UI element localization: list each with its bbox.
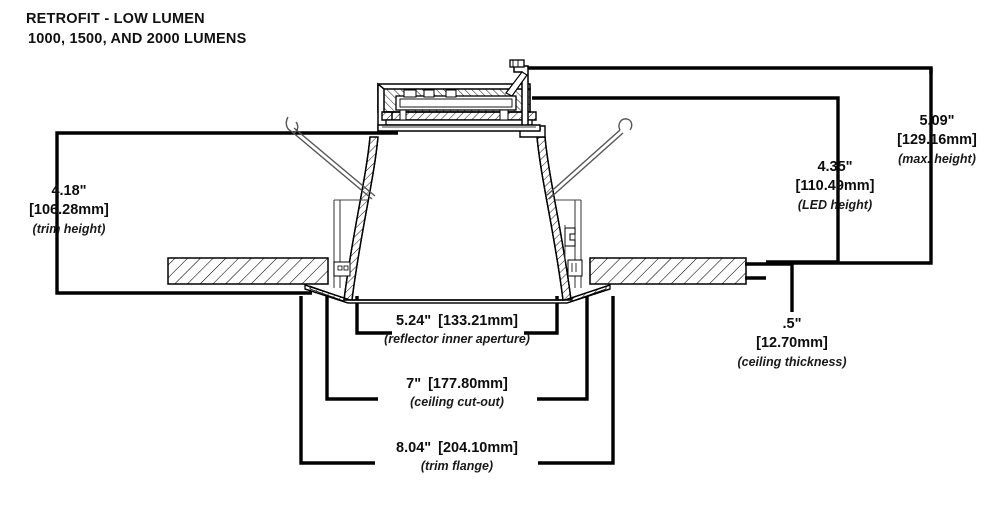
dimension-bracket-ceiling-cutout — [325, 296, 589, 401]
dimension-bracket-trim-flange — [299, 296, 615, 465]
torsion-spring-left — [285, 116, 376, 200]
ceiling-cutout-value: 7" — [406, 376, 422, 392]
dimension-label-trim-flange: 8.04" [204.10mm] (trim flange) — [355, 437, 559, 475]
reflector-aperture-value: 5.24" — [396, 313, 432, 329]
dimension-leader-ceiling-thickness — [745, 262, 794, 312]
reflector-cone — [343, 136, 572, 301]
ceiling-cutout-mm: [177.80mm] — [428, 376, 508, 392]
ceiling-slab-right — [589, 257, 747, 285]
page-subtitle: 1000, 1500, AND 2000 LUMENS — [28, 30, 247, 47]
dimension-label-trim-height: 4.18" [106.28mm] (trim height) — [14, 182, 124, 238]
dimension-label-led-height: 4.35" [110.49mm] (LED height) — [780, 158, 890, 214]
ceiling-thickness-value: .5" — [782, 316, 802, 332]
page-title: RETROFIT - LOW LUMEN — [26, 11, 205, 27]
max-height-note: (max. height) — [898, 151, 976, 166]
max-height-mm: [129.16mm] — [897, 132, 977, 149]
trim-flange-value: 8.04" — [396, 440, 432, 456]
ceiling-thickness-note: (ceiling thickness) — [737, 354, 847, 369]
max-height-value: 5.09" — [919, 113, 955, 129]
dimension-bracket-max-height — [519, 66, 933, 265]
dimension-label-ceiling-thickness: .5" [12.70mm] (ceiling thickness) — [722, 315, 862, 371]
trim-flange-mm: [204.10mm] — [438, 440, 518, 456]
trim-height-note: (trim height) — [32, 221, 106, 236]
ceiling-thickness-mm: [12.70mm] — [756, 335, 828, 352]
led-driver-housing — [377, 59, 546, 138]
reflector-aperture-note: (reflector inner aperture) — [384, 332, 530, 347]
led-height-mm: [110.49mm] — [795, 178, 875, 195]
trim-sleeve-right — [555, 199, 583, 288]
trim-flange-note: (trim flange) — [420, 459, 494, 474]
ceiling-slab-left — [167, 257, 329, 285]
reflector-aperture-mm: [133.21mm] — [438, 313, 518, 329]
ceiling-cutout-note: (ceiling cut-out) — [410, 395, 504, 410]
torsion-spring-right — [545, 118, 633, 200]
trim-sleeve-left — [333, 199, 351, 288]
title-block: RETROFIT - LOW LUMEN 1000, 1500, AND 200… — [26, 10, 246, 49]
trim-height-mm: [106.28mm] — [29, 202, 109, 219]
dimension-label-reflector-aperture: 5.24" [133.21mm] (reflector inner apertur… — [355, 310, 559, 348]
dimension-bracket-reflector-aperture — [355, 296, 559, 335]
trim-flange-hatch — [309, 285, 607, 302]
dimension-bracket-trim-height — [55, 131, 398, 295]
dimension-label-max-height: 5.09" [129.16mm] (max. height) — [882, 112, 992, 168]
led-height-note: (LED height) — [797, 197, 873, 212]
led-height-value: 4.35" — [817, 159, 853, 175]
dimension-label-ceiling-cutout: 7" [177.80mm] (ceiling cut-out) — [355, 373, 559, 411]
trim-height-value: 4.18" — [51, 183, 87, 199]
